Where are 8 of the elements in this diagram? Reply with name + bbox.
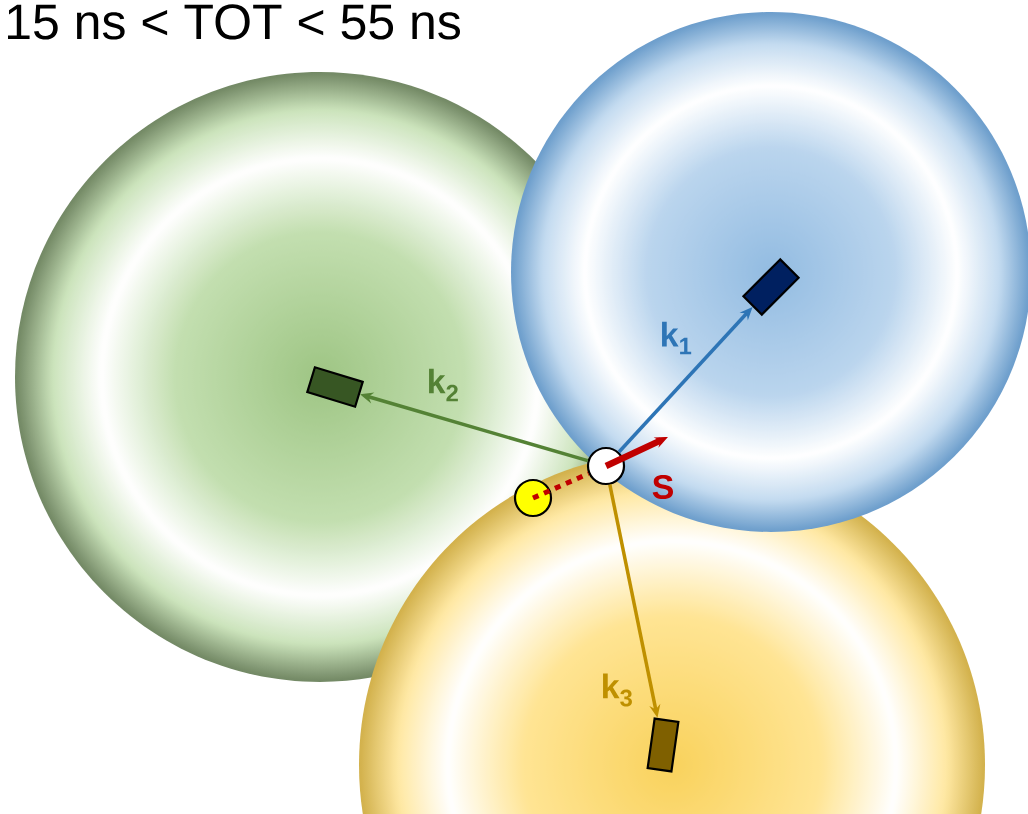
particle-circle <box>513 478 553 518</box>
detector-box <box>646 717 680 773</box>
edge-label: S <box>652 474 673 500</box>
edge-label: k$_{2}$ <box>429 368 458 402</box>
title: 15 ns < TOT < 55 ns <box>8 4 460 40</box>
edge-label: k$_{1}$ <box>662 321 692 355</box>
vertex-circle <box>586 446 626 486</box>
edge-label: k$_{3}$ <box>603 673 632 707</box>
